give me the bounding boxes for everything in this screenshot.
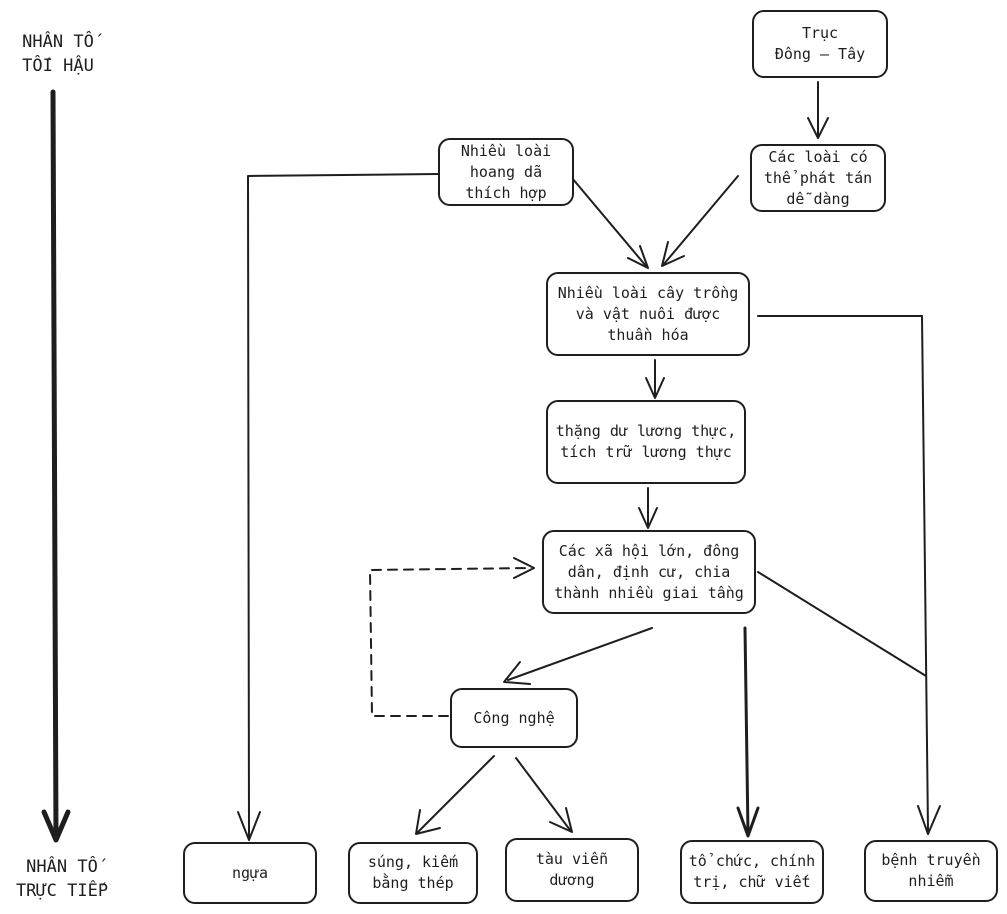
node-benh-truyen-nhiem: bệnh truyền nhiễm <box>864 840 998 902</box>
edge-xa-hoi-to-benh <box>757 571 927 677</box>
axis-bottom-label: NHÂN TỐ TRỰC TIẾP <box>15 857 109 901</box>
edge-hoang-da-to-cay-trong <box>571 177 647 267</box>
edge-phat-tan-to-cay-trong <box>663 175 739 265</box>
node-to-chuc-chinh-tri: tổ chức, chính trị, chữ viết <box>680 840 824 904</box>
axis-arrow <box>50 89 59 841</box>
edge-cong-nghe-feedback <box>369 567 531 717</box>
node-ngua: ngựa <box>183 842 317 904</box>
axis-top-label: NHÂN TỐ TỐI HẬU <box>22 32 94 76</box>
node-nhieu-loai-hoang-da: Nhiều loài hoang dã thích hợp <box>438 138 574 206</box>
node-truc-dong-tay: Trục Đông – Tây <box>752 10 888 78</box>
node-tau-vien-duong: tàu viễn dương <box>505 838 639 902</box>
node-thang-du-luong-thuc: thặng dư lương thực, tích trữ lương thực <box>546 400 746 484</box>
edge-cong-nghe-to-sung <box>417 755 495 833</box>
edge-xa-hoi-to-cong-nghe <box>507 627 653 681</box>
node-sung-kiem: súng, kiếm bằng thép <box>348 842 478 904</box>
edge-cay-trong-to-benh <box>757 315 929 831</box>
axis-arrowhead <box>41 809 71 843</box>
node-cay-trong-vat-nuoi: Nhiều loài cây trồng và vật nuôi được th… <box>546 272 750 356</box>
edge-hoang-da-to-ngua <box>247 173 439 839</box>
edge-xa-hoi-to-to-chuc <box>743 626 750 836</box>
node-xa-hoi-lon: Các xã hội lớn, đông dân, định cư, chia … <box>542 530 756 614</box>
node-cac-loai-phat-tan: Các loài có thể phát tán dễ dàng <box>750 144 886 212</box>
node-cong-nghe: Công nghệ <box>450 688 578 748</box>
edge-cong-nghe-to-tau <box>515 757 571 831</box>
